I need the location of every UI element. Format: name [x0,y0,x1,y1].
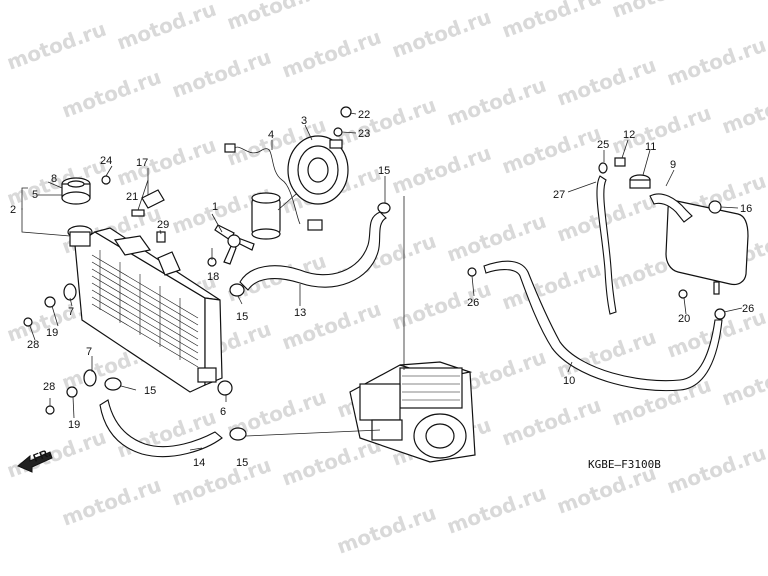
watermark-text: motod.ru [444,481,550,539]
fan-motor [251,187,306,240]
watermark-text: motod.ru [169,453,275,511]
callout-15d: 15 [236,457,248,469]
watermark-text: motod.ru [609,0,715,23]
callout-1: 1 [212,201,218,213]
callout-26b: 26 [742,303,754,315]
watermark-text: motod.ru [169,45,275,103]
callout-18: 18 [207,271,219,283]
callout-4: 4 [268,129,274,141]
callout-29: 29 [157,219,169,231]
callout-14: 14 [193,457,205,469]
clip-25 [598,162,608,174]
engine [349,361,476,463]
callout-17: 17 [136,157,148,169]
clip-26 [467,267,477,277]
connector [224,143,236,153]
watermark-text: motod.ru [334,501,440,559]
grommet-6 [217,380,233,396]
watermark-text: motod.ru [279,297,385,355]
watermark-text: motod.ru [499,0,605,43]
lower-hose [99,399,223,458]
hose-clamp [229,283,245,297]
radiator [63,225,223,393]
clip-29 [156,231,166,243]
diagram-code: KGBE—F3100B [588,458,661,471]
fan-shroud [287,135,349,205]
watermark-text: motod.ru [4,17,110,75]
callout-11: 11 [645,141,656,153]
watermark-text: motod.ru [719,353,768,411]
watermark-text: motod.ru [224,0,330,35]
collar-19 [44,296,56,308]
radiator-cap [61,177,91,205]
bolt-22 [340,106,352,118]
callout-8: 8 [51,173,57,185]
hose-clamp [229,427,247,441]
screw-24 [101,175,111,185]
watermark-text: motod.ru [59,65,165,123]
wire-harness-4 [231,146,301,225]
watermark-text: motod.ru [444,73,550,131]
callout-19b: 19 [68,419,80,431]
callout-10: 10 [563,375,575,387]
callout-labels: 1 2 3 4 5 6 7 7 8 9 10 11 12 13 14 15 15… [10,109,754,469]
collar-19 [66,386,78,398]
watermark-text: motod.ru [389,141,495,199]
callout-7b: 7 [86,346,92,358]
watermark-text: motod.ru [114,0,220,55]
callout-24: 24 [100,155,112,167]
reserve-tank [614,157,749,295]
callout-12: 12 [623,129,635,141]
leader-lines [21,112,743,451]
bolt-20 [678,289,688,299]
callout-25: 25 [597,139,609,151]
watermark-text: motod.ru [444,209,550,267]
callout-26a: 26 [467,297,479,309]
callout-23: 23 [358,128,370,140]
watermark-text: motod.ru [664,33,768,91]
bolt-23 [333,127,343,137]
callout-28a: 28 [27,339,39,351]
bolt-28 [23,317,33,327]
callout-20: 20 [678,313,690,325]
watermark-text: motod.ru [389,5,495,63]
watermark-text: motod.ru [279,25,385,83]
connector [307,219,323,231]
front-direction-arrow [17,451,53,473]
overflow-hose [596,175,617,315]
watermark-text: motod.ru [664,441,768,499]
callout-22: 22 [358,109,370,121]
watermark-text: motod.ru [114,133,220,191]
callout-28b: 28 [43,381,55,393]
callout-16: 16 [740,203,752,215]
callout-21: 21 [126,191,138,203]
callout-15b: 15 [378,165,390,177]
callout-13: 13 [294,307,306,319]
watermark-text: motod.ru [499,393,605,451]
callout-9: 9 [670,159,676,171]
hose-clamp [104,377,122,391]
callout-19a: 19 [46,327,58,339]
callout-15a: 15 [236,311,248,323]
watermark-text: motod.ru [499,121,605,179]
callout-2: 2 [10,204,16,216]
cooling-fan [214,224,255,265]
callout-27: 27 [553,189,565,201]
upper-hose [239,211,387,291]
bolt-28 [45,405,55,415]
callout-3: 3 [301,115,307,127]
callout-5: 5 [32,189,38,201]
watermark-text: motod.ru [719,81,768,139]
clip-26 [714,308,726,320]
callout-6: 6 [220,406,226,418]
callout-15c: 15 [144,385,156,397]
siphon-hose [483,260,723,392]
watermark-text: motod.ru [59,473,165,531]
watermark-text: motod.ru [554,53,660,111]
watermark-text: motod.ru [334,93,440,151]
watermark-text: motod.ru [4,425,110,483]
callout-7: 7 [68,306,74,318]
hose-clamp [377,202,391,214]
